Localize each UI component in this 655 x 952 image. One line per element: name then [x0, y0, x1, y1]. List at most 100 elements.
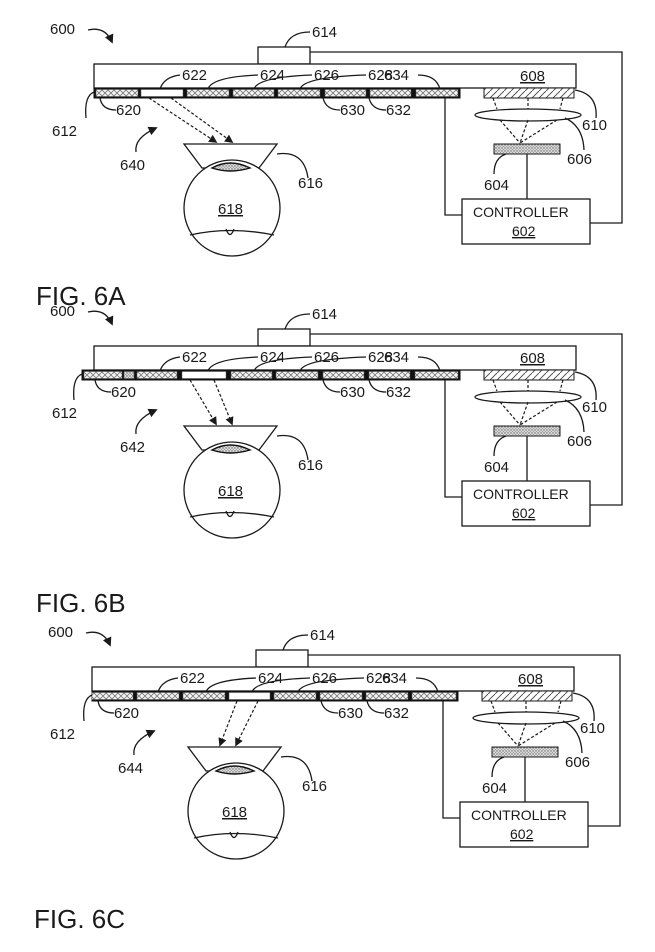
- leader-622: [159, 74, 181, 90]
- strip-segment: [277, 89, 321, 97]
- strip-segment: [365, 692, 409, 700]
- eye-lid-line: [193, 832, 279, 839]
- strip-segment: [136, 692, 180, 700]
- strip-segment: [95, 89, 139, 97]
- light-ray: [218, 700, 238, 747]
- label-628: 628: [368, 67, 393, 84]
- system-label: 600: [50, 21, 75, 38]
- wire-sensor-controller: [310, 51, 623, 224]
- controller-602: [461, 480, 591, 527]
- strip-segment: [324, 89, 367, 97]
- label-620: 620: [116, 102, 141, 119]
- lens-606: [472, 711, 580, 725]
- leader-610: [574, 89, 597, 119]
- eye-lid-line: [189, 229, 275, 236]
- leader-614: [284, 31, 311, 48]
- label-610: 610: [582, 117, 607, 134]
- controller-602: [461, 198, 591, 245]
- label-632: 632: [384, 705, 409, 722]
- label-630: 630: [340, 384, 365, 401]
- system-label: 600: [50, 303, 75, 320]
- eye-notch: [225, 228, 235, 236]
- source-rays: [499, 401, 558, 426]
- leader-630: [320, 700, 339, 714]
- leader-604: [491, 756, 505, 778]
- strip-segment: [368, 371, 411, 379]
- label-606: 606: [567, 151, 592, 168]
- leader-614: [282, 634, 309, 651]
- leader-620: [94, 379, 112, 393]
- label-634: 634: [384, 349, 409, 366]
- leader-634: [415, 677, 439, 693]
- controller-text: CONTROLLER: [471, 807, 567, 823]
- strip-segment: [140, 89, 184, 97]
- leader-612: [83, 694, 93, 722]
- strip-segment: [83, 371, 123, 379]
- label-602: 602: [512, 505, 536, 521]
- leader-624: [205, 677, 257, 693]
- label-616: 616: [302, 778, 327, 795]
- leader-610: [574, 371, 597, 401]
- strip-segment: [414, 371, 459, 379]
- label-626: 626: [314, 67, 339, 84]
- label-632: 632: [386, 384, 411, 401]
- strip-segment: [411, 692, 457, 700]
- strip-segment: [123, 371, 135, 379]
- label-614: 614: [312, 24, 337, 41]
- light-ray: [170, 97, 234, 143]
- strip-segment: [273, 692, 317, 700]
- label-608: 608: [518, 671, 543, 688]
- leader-606: [564, 399, 585, 433]
- label-618: 618: [218, 483, 243, 500]
- diffuser-610: [483, 369, 575, 381]
- label-614: 614: [310, 627, 335, 644]
- system-arrow: [85, 631, 112, 647]
- label-628: 628: [368, 349, 393, 366]
- wire-strip-controller: [442, 701, 460, 819]
- strip-segment: [91, 692, 134, 700]
- leader-634: [417, 74, 441, 90]
- leader-606: [562, 720, 583, 754]
- leader-628: [299, 74, 367, 90]
- label-610: 610: [582, 399, 607, 416]
- strip-segment: [369, 89, 412, 97]
- leader-616: [276, 152, 309, 179]
- label-628: 628: [366, 670, 391, 687]
- label-630: 630: [340, 102, 365, 119]
- leader-630: [322, 379, 341, 393]
- label-624: 624: [258, 670, 283, 687]
- label-626: 626: [314, 349, 339, 366]
- strip-segment: [182, 692, 226, 700]
- diffuser-610: [481, 690, 573, 702]
- light-path-arrow: [133, 729, 156, 756]
- system-arrow: [87, 310, 114, 326]
- diffused-rays: [490, 700, 562, 713]
- leader-632: [366, 700, 385, 714]
- leader-622: [157, 677, 179, 693]
- label-630: 630: [338, 705, 363, 722]
- label-632: 632: [386, 102, 411, 119]
- leader-626: [251, 677, 311, 693]
- label-light-path: 640: [120, 157, 145, 174]
- figure-caption: FIG. 6C: [34, 904, 125, 934]
- label-634: 634: [384, 67, 409, 84]
- label-612: 612: [50, 726, 75, 743]
- leader-628: [299, 356, 367, 372]
- system-arrow: [87, 28, 114, 44]
- strip-segment: [232, 89, 275, 97]
- label-612: 612: [52, 405, 77, 422]
- system-label: 600: [48, 624, 73, 641]
- wire-sensor-controller: [310, 333, 623, 506]
- light-ray: [148, 97, 218, 143]
- label-626: 626: [312, 670, 337, 687]
- cornea-icon: [210, 444, 252, 454]
- label-604: 604: [482, 780, 507, 797]
- strip-612: [93, 87, 461, 99]
- sensor-614: [257, 328, 311, 347]
- leader-622: [159, 356, 181, 372]
- leader-612: [73, 373, 83, 401]
- leader-626: [253, 356, 313, 372]
- light-path-arrow: [135, 408, 158, 435]
